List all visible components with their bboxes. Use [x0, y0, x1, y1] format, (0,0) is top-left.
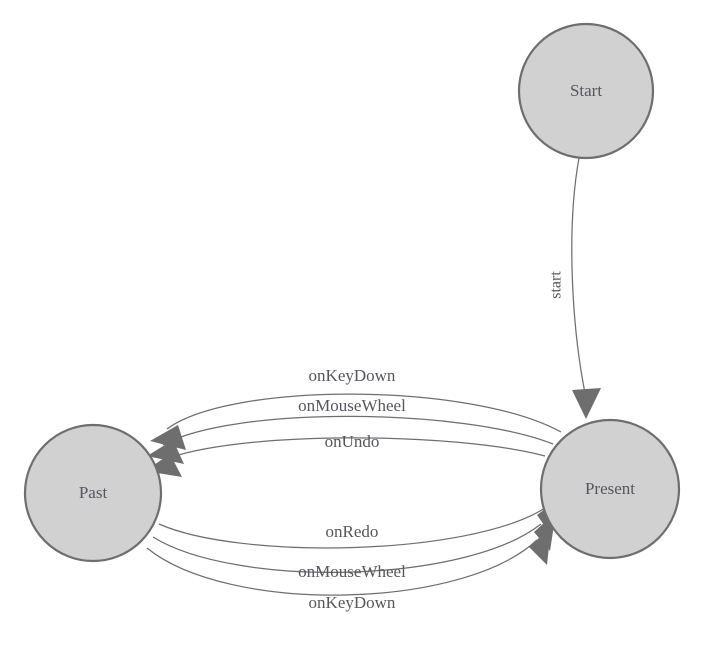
edge-present-to-past-onmousewheel-arrowhead — [147, 440, 184, 464]
edge-start-to-present-arrowhead — [572, 388, 601, 419]
edge-label-past-present-onkeydown: onKeyDown — [309, 593, 396, 612]
node-present[interactable]: Present — [539, 418, 681, 560]
edge-label-present-past-onkeydown: onKeyDown — [309, 366, 396, 385]
edge-present-to-past-onundo-path — [160, 437, 546, 462]
edge-past-to-present-onkeydown[interactable]: onKeyDown — [146, 527, 551, 612]
edge-label-past-present-onredo: onRedo — [326, 522, 379, 541]
node-past-circle — [23, 423, 163, 563]
edge-present-to-past-onkeydown-arrowhead — [150, 425, 186, 450]
edge-past-to-present-onredo-path — [158, 507, 546, 549]
edge-present-to-past-onkeydown[interactable]: onKeyDown — [150, 366, 562, 450]
edge-label-present-past-onundo: onUndo — [325, 432, 380, 451]
node-start[interactable]: Start — [517, 22, 655, 160]
edge-present-to-past-onmousewheel-path — [162, 415, 554, 446]
edge-past-to-present-onredo[interactable]: onRedo — [158, 497, 561, 549]
edge-start-to-present-path — [571, 157, 587, 399]
node-start-circle — [517, 22, 655, 160]
edge-past-to-present-onkeydown-arrowhead — [529, 527, 551, 565]
node-past-label: Past — [79, 483, 108, 502]
node-past[interactable]: Past — [23, 423, 163, 563]
edge-past-to-present-onkeydown-path — [146, 539, 538, 596]
edge-label-present-past-onmousewheel: onMouseWheel — [298, 396, 406, 415]
edge-past-to-present-onmousewheel-path — [152, 523, 542, 573]
edge-present-to-past-onmousewheel[interactable]: onMouseWheel — [147, 396, 554, 464]
node-start-label: Start — [570, 81, 602, 100]
node-present-circle — [539, 418, 681, 560]
edge-present-to-past-onkeydown-path — [166, 393, 562, 433]
edge-present-to-past-onundo[interactable]: onUndo — [145, 432, 546, 477]
edge-label-start: start — [548, 271, 565, 299]
node-present-label: Present — [585, 479, 635, 498]
edge-label-past-present-onmousewheel: onMouseWheel — [298, 562, 406, 581]
edge-start-to-present[interactable]: start — [548, 157, 601, 419]
